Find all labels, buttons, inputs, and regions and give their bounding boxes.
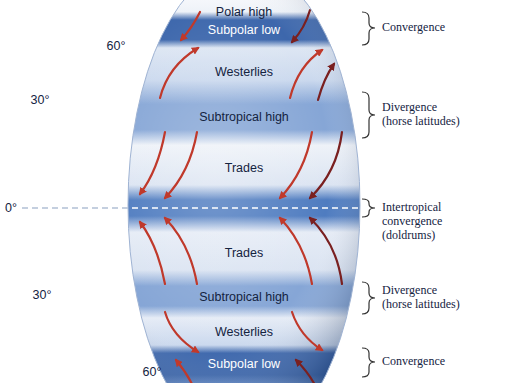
- bracket: [362, 282, 375, 314]
- wind-arrow: [165, 132, 197, 198]
- wind-belt-label: Westerlies: [215, 65, 273, 79]
- wind-arrow: [176, 360, 192, 383]
- zone-description: Convergence: [382, 21, 445, 35]
- latitude-label: 60°: [107, 39, 126, 53]
- wind-arrow: [310, 132, 342, 198]
- wind-belt-label: Trades: [225, 161, 263, 175]
- pressure-zone-label: Subtropical high: [199, 290, 289, 304]
- latitude-label: 0°: [5, 201, 17, 215]
- wind-arrow: [318, 64, 334, 100]
- wind-arrow: [160, 48, 198, 98]
- wind-arrow: [140, 222, 165, 284]
- wind-arrows: [140, 10, 342, 383]
- zone-description: Intertropical convergence (doldrums): [382, 201, 466, 242]
- brackets: [362, 12, 375, 377]
- wind-arrow: [290, 50, 322, 98]
- pressure-zone-label: Polar high: [216, 5, 272, 19]
- zone-description: Divergence (horse latitudes): [382, 101, 466, 129]
- wind-arrow: [165, 218, 197, 284]
- pressure-zone-label: Subpolar low: [208, 357, 280, 371]
- wind-belt-label: Trades: [225, 246, 263, 260]
- wind-arrow: [165, 312, 198, 352]
- latitude-label: 60°: [143, 365, 162, 379]
- zone-description: Convergence: [382, 355, 445, 369]
- globe-shading: [120, 0, 370, 383]
- pressure-zone-label: Subtropical high: [199, 110, 289, 124]
- wind-arrow: [280, 132, 312, 198]
- bracket: [362, 348, 375, 377]
- bracket: [362, 12, 375, 45]
- latitude-label: 30°: [31, 93, 50, 107]
- wind-arrow: [296, 360, 315, 383]
- equator-line: [22, 207, 358, 209]
- wind-arrow: [181, 12, 200, 40]
- bracket: [362, 92, 375, 138]
- zone-description: Divergence (horse latitudes): [382, 284, 466, 312]
- wind-belt-label: Westerlies: [215, 325, 273, 339]
- equator-line: [22, 207, 128, 208]
- wind-arrow: [310, 218, 342, 284]
- wind-arrow: [292, 10, 310, 42]
- latitude-bands: [120, 0, 370, 383]
- pressure-zone-label: Subpolar low: [208, 23, 280, 37]
- globe: [120, 0, 370, 383]
- bracket: [362, 199, 375, 217]
- globe-outline: [128, 0, 360, 383]
- latitude-label: 30°: [33, 288, 52, 302]
- wind-arrow: [140, 132, 165, 194]
- wind-arrow: [280, 218, 312, 284]
- wind-arrow: [292, 312, 322, 350]
